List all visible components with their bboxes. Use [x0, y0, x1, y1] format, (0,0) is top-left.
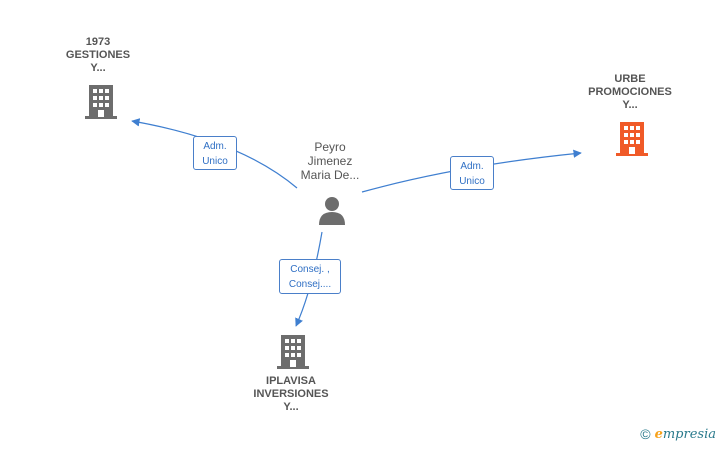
- edge-label-line: Consej. ,: [290, 264, 330, 275]
- person-label-line: Peyro: [314, 140, 346, 154]
- company-urbe-label-line: Y...: [622, 99, 638, 111]
- edge-label-line: Adm.: [203, 141, 227, 152]
- person-label-line: Maria De...: [300, 168, 360, 182]
- building-icon[interactable]: [85, 85, 117, 119]
- building-icon[interactable]: [277, 335, 309, 369]
- company-urbe-label[interactable]: URBE PROMOCIONES Y...: [575, 73, 685, 112]
- person-label[interactable]: Peyro Jimenez Maria De...: [282, 140, 378, 182]
- edge-label-line: Unico: [459, 176, 485, 187]
- company-1973-label-line: Y...: [90, 62, 106, 74]
- person-icon[interactable]: [317, 195, 347, 225]
- company-1973-label[interactable]: 1973 GESTIONES Y...: [48, 36, 148, 75]
- copyright-symbol: ©: [640, 426, 651, 442]
- company-1973-label-line: 1973: [85, 36, 111, 48]
- building-icon-highlighted[interactable]: [616, 122, 648, 156]
- empresia-logo-text: mpresia: [662, 427, 716, 442]
- empresia-footer: © empresia: [640, 426, 716, 442]
- empresia-logo: empresia: [655, 426, 716, 442]
- empresia-logo-initial: e: [654, 427, 663, 442]
- edge-label-adm-unico-urbe[interactable]: Adm. Unico: [450, 156, 494, 190]
- edge-label-adm-unico-1973[interactable]: Adm. Unico: [193, 136, 237, 170]
- edge-label-line: Adm.: [460, 161, 484, 172]
- edge-label-consej[interactable]: Consej. , Consej....: [279, 259, 341, 294]
- edge-label-line: Unico: [202, 156, 228, 167]
- person-label-line: Jimenez: [307, 154, 353, 168]
- company-1973-label-line: GESTIONES: [65, 49, 131, 61]
- edge-label-line: Consej....: [288, 279, 332, 290]
- company-iplavisa-label-line: IPLAVISA: [266, 375, 316, 387]
- company-iplavisa-label-line: Y...: [283, 401, 299, 413]
- company-iplavisa-label-line: INVERSIONES: [253, 388, 329, 400]
- company-urbe-label-line: PROMOCIONES: [588, 86, 672, 98]
- company-iplavisa-label[interactable]: IPLAVISA INVERSIONES Y...: [236, 375, 346, 414]
- company-urbe-label-line: URBE: [614, 73, 646, 85]
